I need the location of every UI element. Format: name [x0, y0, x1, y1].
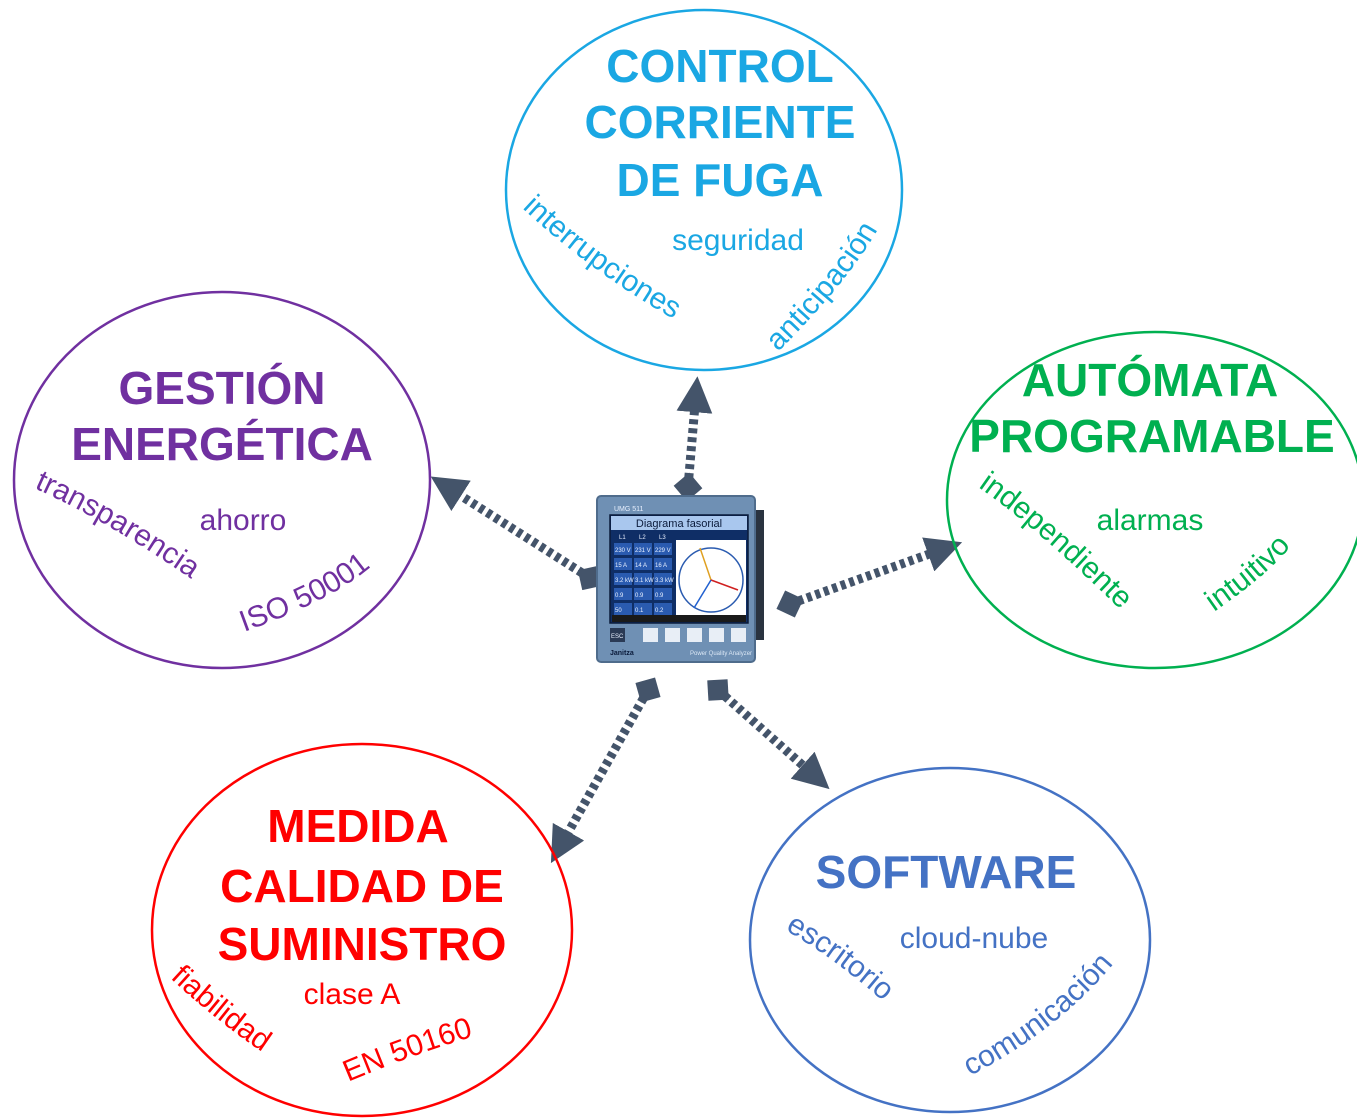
bubble-control-title-line-3: DE FUGA — [617, 154, 824, 206]
bubble-control-keyword-interrupciones: interrupciones — [517, 189, 687, 325]
bubble-software-outline — [748, 766, 1152, 1114]
bubble-software-keyword-escritorio: escritorio — [781, 907, 900, 1006]
device-cell-value: 0.9 — [615, 593, 624, 599]
bubble-control: CONTROL CORRIENTE DE FUGA interrupciones… — [504, 8, 904, 372]
device-model-label: UMG 511 — [614, 506, 644, 513]
bubble-software-title: SOFTWARE — [816, 846, 1077, 898]
device-screen-column-labels: L1 L2 L3 — [619, 535, 666, 541]
device-key-right — [709, 628, 724, 642]
device-cell-value: 0.1 — [635, 608, 644, 614]
device-cell-value: 0.2 — [655, 608, 664, 614]
bubble-software: SOFTWARE escritorio cloud-nube comunicac… — [748, 766, 1152, 1114]
device-cell-bg — [614, 558, 632, 570]
bubble-automata-title-line-1: AUTÓMATA — [1022, 354, 1278, 406]
device-column-label: L2 — [639, 535, 646, 541]
arrow-to-medida — [550, 677, 661, 864]
bubble-automata-keyword-independiente: independiente — [974, 466, 1139, 615]
device-cell-value: 229 V — [655, 548, 671, 554]
device-cell-bg — [614, 603, 632, 615]
bubble-automata-keyword-alarmas: alarmas — [1097, 504, 1204, 537]
arrow-to-gestion — [430, 476, 603, 591]
bubble-gestion: GESTIÓN ENERGÉTICA transparencia ahorro … — [12, 290, 432, 670]
arrows-group — [430, 376, 963, 864]
device-key — [610, 628, 625, 642]
bubble-automata: AUTÓMATA PROGRAMABLE independiente alarm… — [945, 330, 1357, 670]
device-cell-bg — [634, 588, 652, 600]
device-phasor-vector — [699, 547, 712, 581]
bubble-medida-outline — [150, 742, 574, 1118]
device-column-label: L3 — [659, 535, 666, 541]
device-key-up — [687, 628, 702, 642]
device-screen-header: Diagrama fasorial — [636, 518, 722, 530]
device-cell-bg — [654, 603, 672, 615]
bubble-medida-keyword-fiabilidad: fiabilidad — [165, 959, 277, 1058]
device-key-left — [643, 628, 658, 642]
bubble-medida-title-line-2: CALIDAD DE — [220, 860, 504, 912]
device-cell-bg — [634, 558, 652, 570]
bubble-gestion-keyword-ahorro: ahorro — [200, 504, 287, 537]
bubble-medida: MEDIDA CALIDAD DE SUMINISTRO clase A fia… — [150, 742, 574, 1118]
bubble-medida-title-line-1: MEDIDA — [267, 800, 448, 852]
bubble-automata-title-line-2: PROGRAMABLE — [969, 410, 1334, 462]
bubble-gestion-title-line-1: GESTIÓN — [118, 362, 325, 414]
arrow-to-automata — [776, 537, 963, 618]
bubble-control-outline — [504, 8, 904, 372]
device-column-label: L1 — [619, 535, 626, 541]
device-screen-header-bar — [611, 516, 747, 530]
device-cell-value: 231 V — [635, 548, 651, 554]
device-key-enter — [731, 628, 746, 642]
bubble-automata-outline — [945, 330, 1357, 670]
device-keypad: ESC — [610, 628, 746, 642]
device-screen-grid — [614, 543, 672, 615]
bubble-medida-keyword-en50160: EN 50160 — [338, 1012, 475, 1089]
bubble-control-title-line-1: CONTROL — [606, 40, 833, 92]
bubble-medida-keyword-clase-a: clase A — [304, 978, 401, 1011]
bubble-software-keyword-cloud: cloud-nube — [900, 922, 1048, 955]
bubble-control-title-line-2: CORRIENTE — [585, 96, 856, 148]
device-phasor-circle — [678, 547, 744, 613]
device-key-down — [665, 628, 680, 642]
device-cell-bg — [634, 573, 652, 585]
device-phasor-vector — [710, 579, 739, 591]
bubble-gestion-title-line-2: ENERGÉTICA — [71, 418, 373, 470]
device-subtitle: Power Quality Analyzer — [690, 651, 752, 657]
device-key-label: ESC — [611, 634, 624, 640]
device-cell-value: 0.9 — [655, 593, 664, 599]
device-cell-bg — [654, 558, 672, 570]
arrow-to-software — [707, 679, 830, 790]
device-cell-bg — [634, 543, 652, 555]
device-cell-value: 3.3 kW — [655, 578, 674, 584]
device-phasor-diagram — [676, 540, 746, 618]
bubble-automata-keyword-intuitivo: intuitivo — [1199, 529, 1296, 618]
power-analyzer-device: UMG 511 Diagrama fasorial L1 L2 L3 — [596, 495, 764, 663]
device-cell-value: 3.1 kW — [635, 578, 654, 584]
device-cell-value: 50 — [615, 608, 622, 614]
device-cell-value: 230 V — [615, 548, 631, 554]
bubble-software-keyword-comunicacion: comunicación — [958, 947, 1119, 1082]
device-cell-value: 3.2 kW — [615, 578, 634, 584]
device-cell-bg — [654, 573, 672, 585]
device-cell-value: 16 A — [655, 563, 667, 569]
bubble-medida-title-line-3: SUMINISTRO — [218, 918, 507, 970]
device-function-bar — [612, 615, 746, 622]
bubble-gestion-outline — [12, 290, 432, 670]
device-cell-value: 15 A — [615, 563, 627, 569]
bubble-gestion-keyword-transparencia: transparencia — [31, 464, 206, 585]
device-brand: Janitza — [610, 650, 634, 657]
device-cell-bg — [654, 543, 672, 555]
device-cell-bg — [614, 588, 632, 600]
device-cell-bg — [634, 603, 652, 615]
device-cell-value: 14 A — [635, 563, 647, 569]
device-phasor-vector — [693, 579, 712, 609]
device-screen-cells: 230 V 231 V 229 V 15 A 14 A 16 A 3.2 kW … — [615, 548, 674, 614]
arrow-to-control — [673, 376, 713, 502]
device-cell-bg — [614, 543, 632, 555]
device-cell-bg — [614, 573, 632, 585]
device-cell-value: 0.9 — [635, 593, 644, 599]
device-cell-bg — [654, 588, 672, 600]
bubble-control-keyword-seguridad: seguridad — [672, 224, 804, 257]
